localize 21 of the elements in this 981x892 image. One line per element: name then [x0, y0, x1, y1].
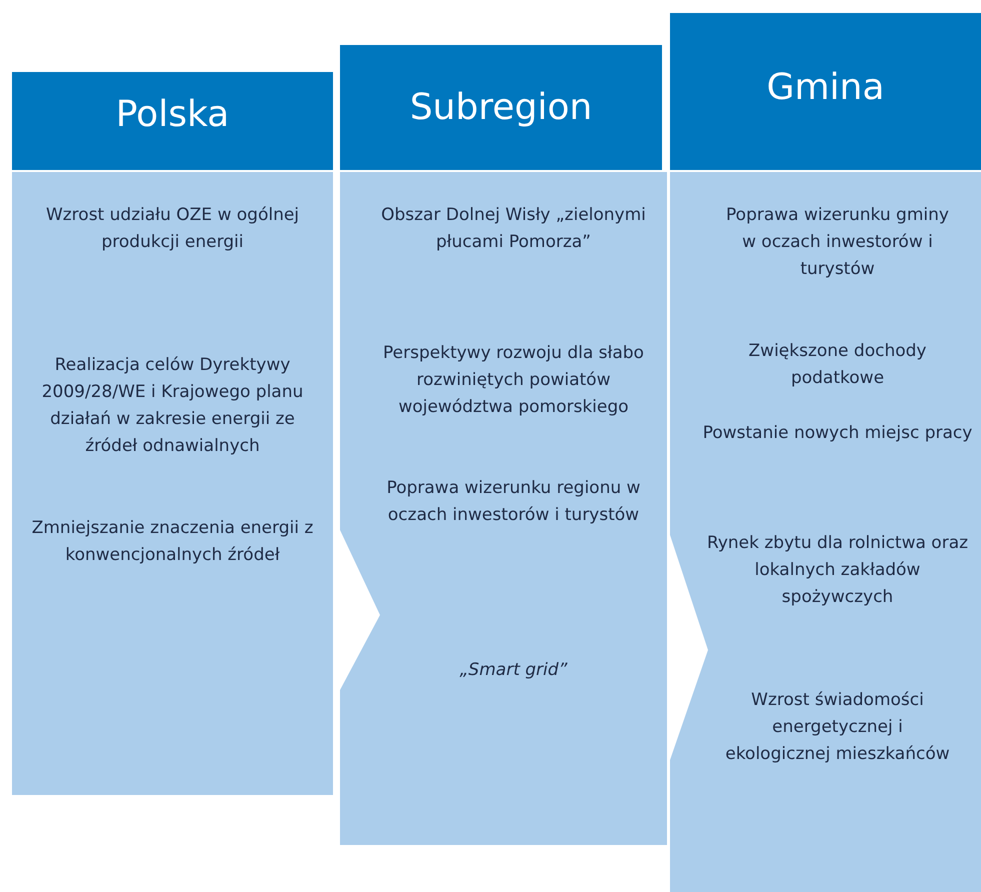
benefit-text: Perspektywy rozwoju dla słabo rozwiniętych powiatów województwa pomorskiego	[382, 342, 645, 419]
benefit-text: Poprawa wizerunku gminy w oczach inwestorów i turystów	[725, 204, 950, 281]
benefit-text: Powstanie nowych miejsc pracy	[702, 422, 974, 445]
benefit-text: Wzrost udziału OZE w ogólnej produkcji energii	[44, 204, 300, 254]
header-title: Gmina	[766, 67, 884, 108]
header-title: Polska	[116, 94, 230, 135]
column-header	[340, 45, 662, 170]
benefit-text: Rynek zbytu dla rolnictwa oraz lokalnych zakładów spożywczych	[706, 532, 970, 609]
benefit-text: Realizacja celów Dyrektywy 2009/28/WE i Krajowego planu działań w zakresie energii ze źródeł odnawialnych	[40, 354, 304, 458]
benefit-text: Zwiększone dochody podatkowe	[748, 340, 928, 390]
benefit-text: Wzrost świadomości energetycznej i ekologicznej mieszkańców	[724, 689, 951, 766]
column-header	[12, 72, 333, 170]
benefit-text: Obszar Dolnej Wisły „zielonymi płucami Pomorza”	[380, 204, 647, 254]
benefit-text: Poprawa wizerunku regionu w oczach inwestorów i turystów	[386, 477, 642, 527]
benefit-text: „Smart grid”	[458, 659, 568, 682]
column-panel	[12, 172, 333, 795]
header-title: Subregion	[410, 87, 592, 128]
column-panel	[670, 172, 981, 892]
column-panel	[340, 172, 667, 845]
benefit-text: Zmniejszanie znaczenia energii z konwencjonalnych źródeł	[30, 517, 314, 567]
column-header	[670, 13, 981, 170]
